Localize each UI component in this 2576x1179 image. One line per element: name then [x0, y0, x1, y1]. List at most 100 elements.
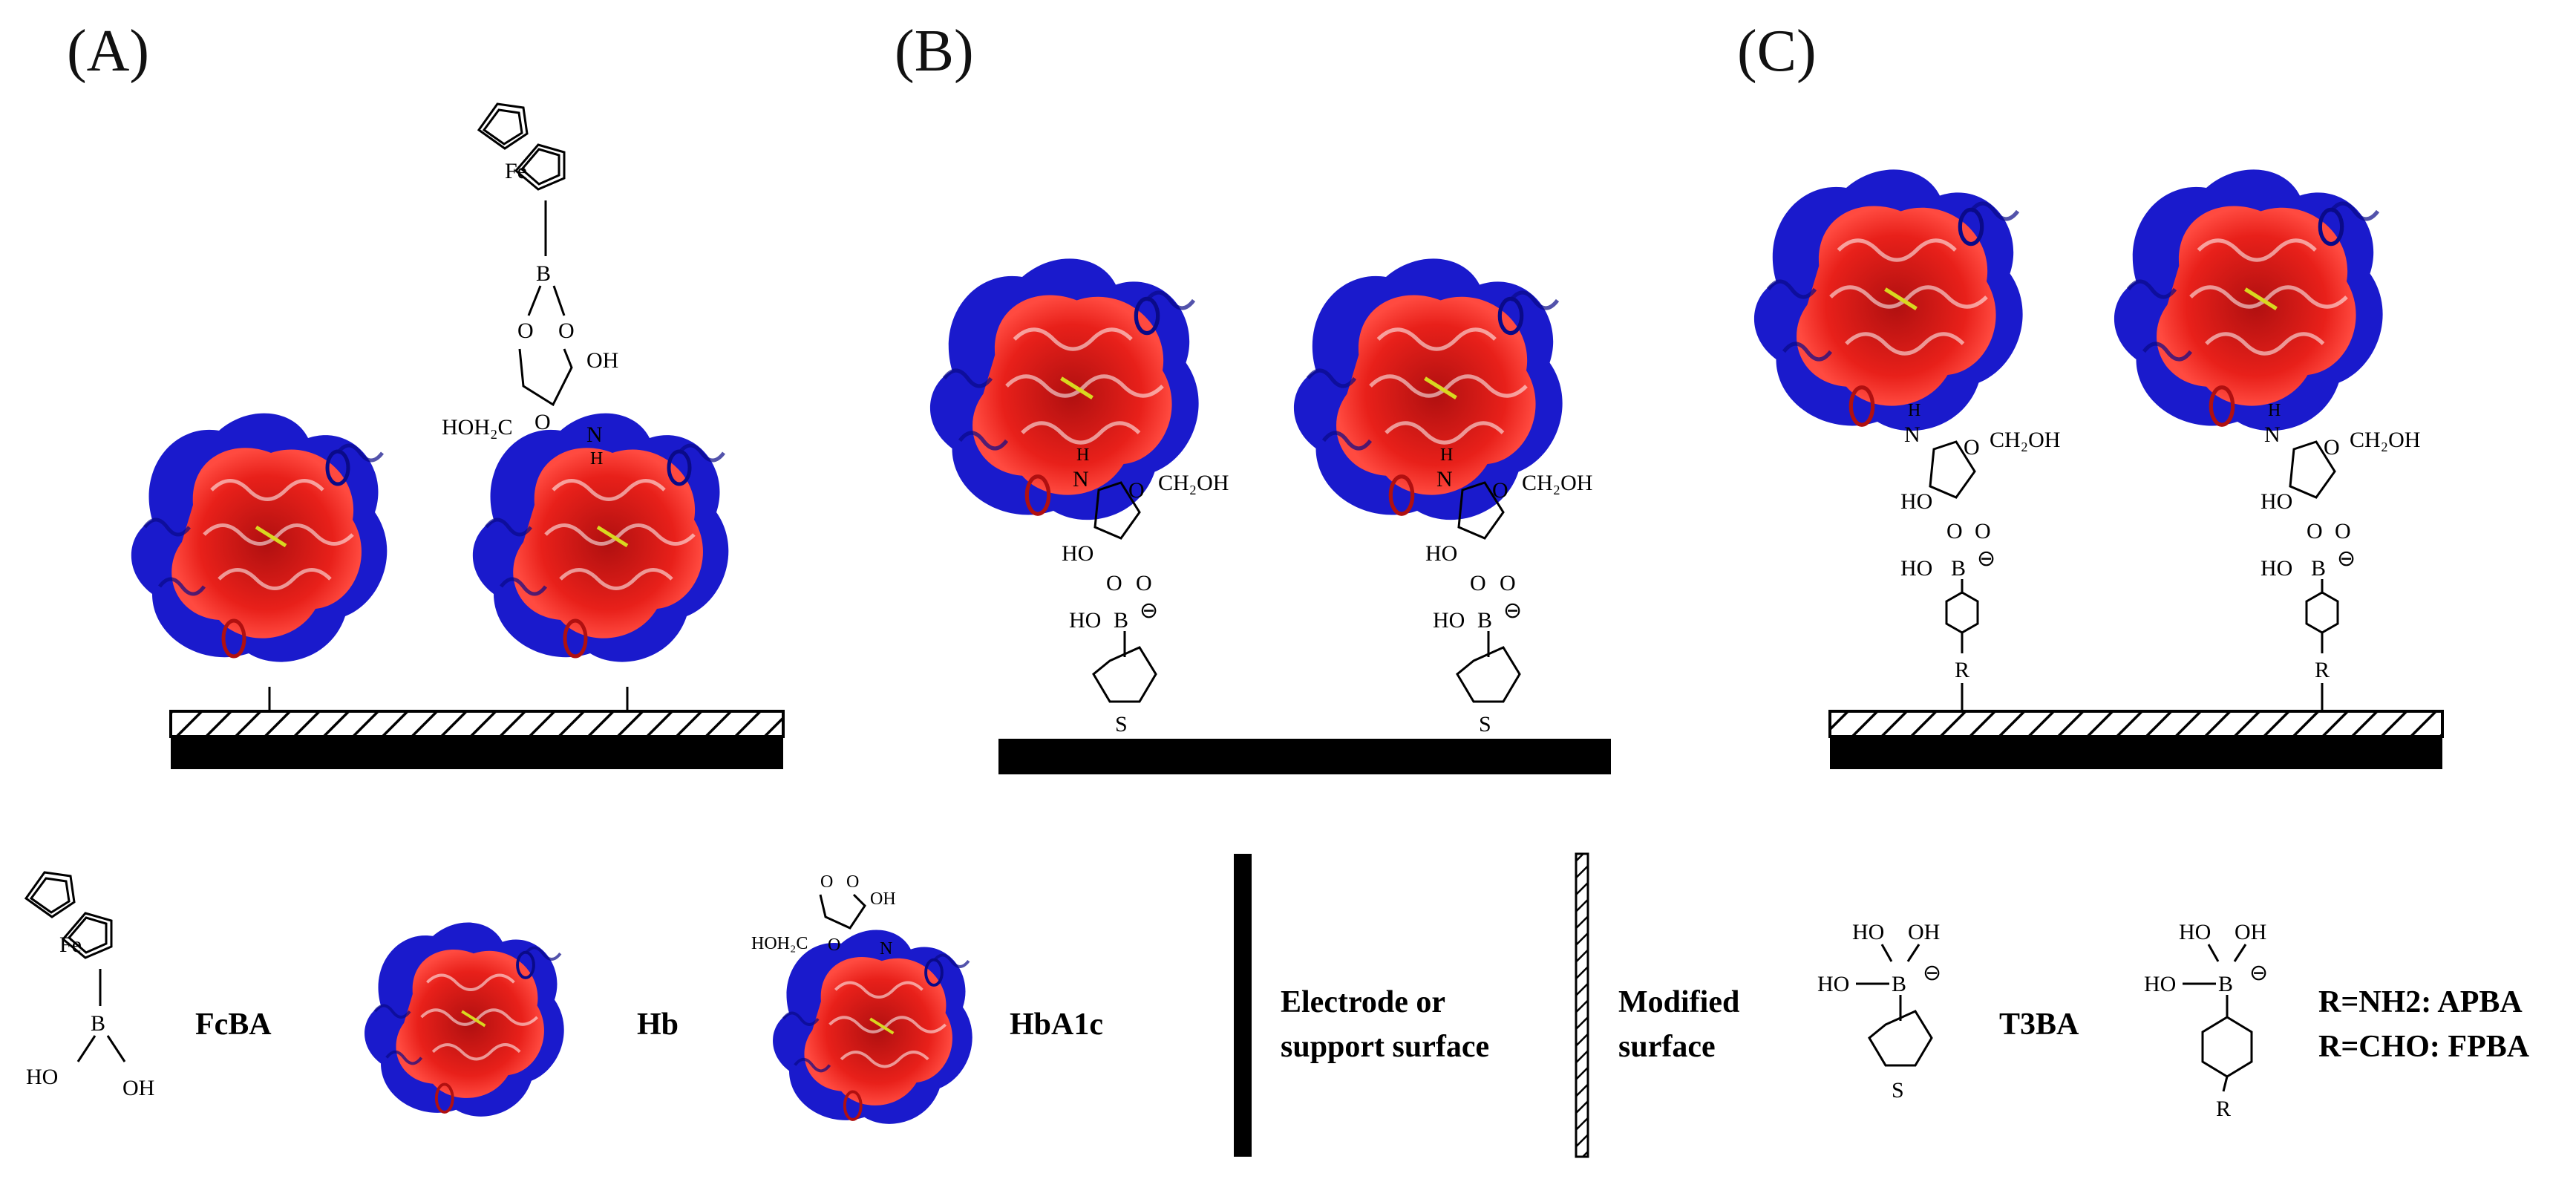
hba1c-protein-c2: [2114, 169, 2383, 431]
hba1c-protein-c1: [1754, 169, 2023, 431]
svg-text:HO: HO: [1900, 556, 1932, 581]
legend-apba-fpba: HO OH HO B ⊖ R R=NH2: APBA R=CHO: FPBA: [2144, 920, 2530, 1121]
svg-text:N: N: [586, 422, 603, 447]
svg-text:B: B: [91, 1011, 105, 1036]
svg-text:O: O: [2335, 519, 2351, 543]
legend-hb: Hb: [363, 921, 679, 1118]
svg-text:⊖: ⊖: [1923, 961, 1941, 985]
linker-c2: H N O CH₂OH HO O O HO B ⊖ R: [2260, 401, 2420, 711]
svg-text:O: O: [820, 872, 833, 892]
svg-text:Fe: Fe: [59, 933, 82, 957]
svg-text:HO: HO: [2144, 972, 2176, 996]
svg-text:O: O: [1492, 478, 1508, 503]
svg-text:⊖: ⊖: [1140, 598, 1158, 623]
svg-text:O: O: [558, 319, 575, 343]
electrode-c: [1830, 737, 2442, 769]
svg-text:O: O: [1128, 478, 1145, 503]
svg-text:B: B: [2311, 556, 2326, 581]
svg-text:N: N: [880, 939, 892, 958]
svg-text:O: O: [1470, 571, 1486, 595]
svg-text:HO: HO: [1425, 541, 1457, 566]
panel-b: H N O CH₂OH HO O O HO B ⊖ S H N O CH₂OH …: [930, 258, 1611, 774]
svg-text:S: S: [1479, 712, 1491, 737]
svg-text:N: N: [1904, 422, 1920, 447]
modified-label-line2: surface: [1618, 1030, 1716, 1064]
apba-label: R=NH2: APBA: [2318, 985, 2523, 1019]
hb-label: Hb: [637, 1007, 679, 1042]
svg-text:B: B: [1892, 972, 1906, 996]
svg-text:HO: HO: [26, 1065, 58, 1089]
svg-text:HO: HO: [1900, 489, 1932, 514]
benzene-ring-icon: [2201, 1016, 2253, 1078]
legend-electrode: Electrode or support surface: [1234, 854, 1489, 1157]
svg-text:HO: HO: [2260, 489, 2292, 514]
linker-b2: H N O CH₂OH HO O O HO B ⊖ S: [1425, 445, 1592, 737]
panel-a: Fe B O O O OH HOH₂C N H: [131, 102, 785, 769]
svg-text:HO: HO: [1852, 920, 1884, 944]
svg-text:H: H: [2268, 401, 2281, 420]
panel-label-c: (C): [1737, 19, 1817, 84]
svg-text:OH: OH: [2235, 920, 2266, 944]
svg-text:B: B: [1477, 608, 1492, 633]
legend-modified: Modified surface: [1575, 852, 1739, 1158]
panel-label-b: (B): [895, 19, 974, 84]
svg-text:HOH₂C: HOH₂C: [442, 415, 512, 440]
fe-label: Fe: [505, 159, 527, 183]
svg-text:HO: HO: [1062, 541, 1094, 566]
svg-text:HO: HO: [1433, 608, 1465, 633]
svg-text:O: O: [846, 872, 859, 892]
linker-c1: H N O CH₂OH HO O O HO B ⊖ R: [1900, 401, 2060, 711]
linker-b1: H N O CH₂OH HO O O HO B ⊖ S: [1062, 445, 1229, 737]
svg-text:CH₂OH: CH₂OH: [2350, 428, 2420, 452]
boron-label-a: B: [536, 261, 551, 286]
svg-text:O: O: [517, 319, 534, 343]
svg-text:HO: HO: [1817, 972, 1849, 996]
svg-text:O: O: [1106, 571, 1122, 595]
legend: Fe B HO OH FcBA Hb O O OH HOH₂C O N HbA1…: [24, 852, 2530, 1158]
svg-text:OH: OH: [122, 1076, 154, 1100]
svg-text:OH: OH: [586, 348, 618, 373]
electrode-b: [998, 739, 1611, 774]
modified-label-line1: Modified: [1618, 985, 1739, 1019]
svg-text:⊖: ⊖: [1503, 598, 1522, 623]
svg-text:O: O: [535, 410, 551, 434]
svg-text:H: H: [1908, 401, 1920, 420]
svg-text:OH: OH: [1908, 920, 1940, 944]
svg-text:R: R: [2315, 658, 2330, 682]
svg-text:CH₂OH: CH₂OH: [1522, 471, 1592, 495]
svg-text:B: B: [1951, 556, 1966, 581]
svg-text:H: H: [1440, 445, 1453, 465]
svg-text:O: O: [2307, 519, 2323, 543]
svg-text:B: B: [1114, 608, 1128, 633]
electrode-label-line1: Electrode or: [1281, 985, 1445, 1019]
svg-text:H: H: [590, 449, 603, 468]
svg-text:CH₂OH: CH₂OH: [1990, 428, 2060, 452]
panel-label-a: (A): [67, 19, 149, 84]
svg-text:N: N: [1436, 467, 1453, 491]
svg-text:R: R: [2216, 1097, 2231, 1121]
electrode-swatch: [1234, 854, 1252, 1157]
svg-text:HOH₂C: HOH₂C: [751, 934, 808, 953]
svg-text:CH₂OH: CH₂OH: [1158, 471, 1229, 495]
svg-text:HO: HO: [1069, 608, 1101, 633]
svg-text:N: N: [1073, 467, 1089, 491]
svg-text:S: S: [1892, 1078, 1904, 1103]
svg-text:B: B: [2218, 972, 2233, 996]
svg-text:⊖: ⊖: [2249, 961, 2268, 985]
svg-text:S: S: [1115, 712, 1128, 737]
svg-text:O: O: [1500, 571, 1516, 595]
hba1c-label: HbA1c: [1010, 1007, 1103, 1042]
svg-text:⊖: ⊖: [2337, 546, 2356, 571]
svg-text:O: O: [1136, 571, 1152, 595]
hemoglobin-ribbon-icon: [363, 921, 566, 1118]
modified-surface-c: [1828, 710, 2444, 738]
svg-text:O: O: [1964, 435, 1980, 460]
svg-text:H: H: [1076, 445, 1089, 465]
modified-surface-swatch: [1575, 852, 1589, 1158]
electrode-label-line2: support surface: [1281, 1030, 1489, 1064]
fpba-label: R=CHO: FPBA: [2318, 1030, 2530, 1064]
svg-text:O: O: [828, 935, 840, 955]
hemoglobin-ribbon-icon: [771, 928, 974, 1126]
svg-text:R: R: [1955, 658, 1969, 682]
